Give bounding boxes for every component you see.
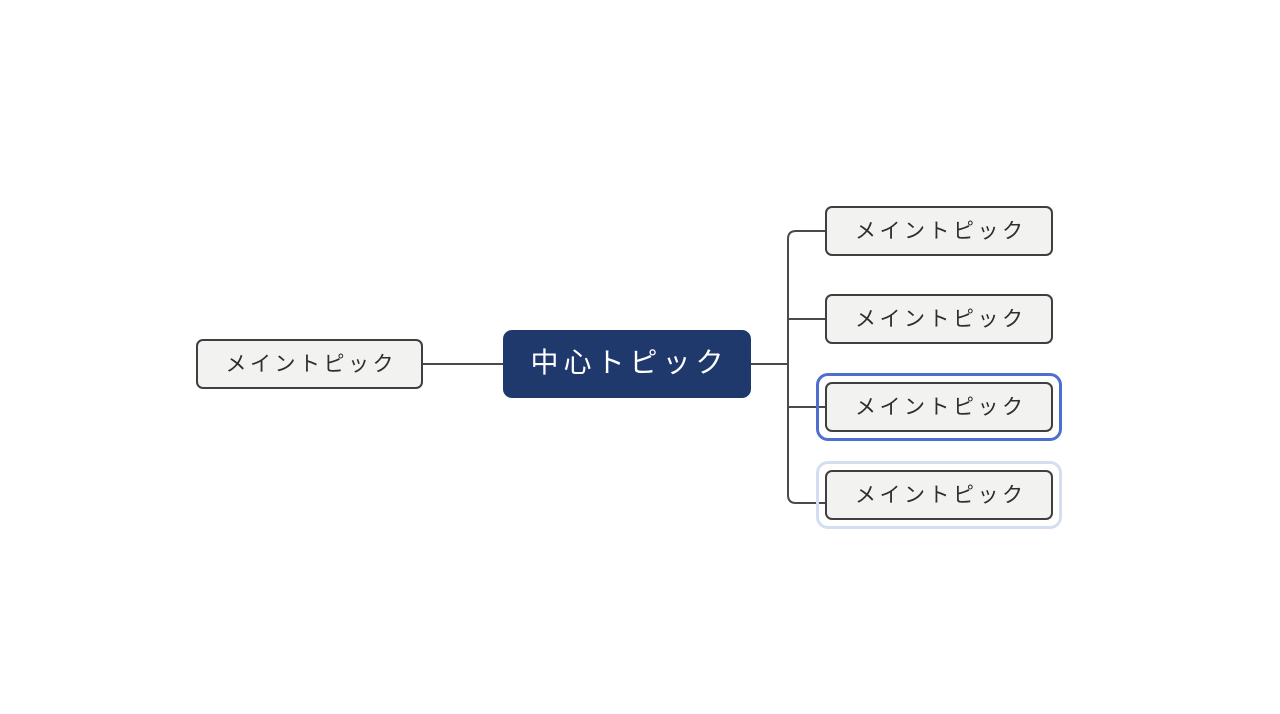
node-central-topic-label: 中心トピック <box>530 348 729 379</box>
node-left-branch-1-label: メイントピック <box>225 351 397 376</box>
connector-right-branch-1 <box>787 230 825 240</box>
node-right-branch-2-label: メイントピック <box>855 306 1027 331</box>
node-right-branch-3[interactable]: メイントピック <box>816 373 1062 441</box>
node-right-branch-3-label: メイントピック <box>855 394 1027 419</box>
node-right-branch-1[interactable]: メイントピック <box>825 206 1053 256</box>
selection-ring <box>816 373 1062 441</box>
hover-halo <box>816 461 1062 529</box>
node-right-branch-1-box: メイントピック <box>825 206 1053 256</box>
node-right-branch-1-label: メイントピック <box>855 218 1027 243</box>
node-right-branch-4-label: メイントピック <box>855 482 1027 507</box>
node-central-topic-box: 中心トピック <box>503 330 751 398</box>
node-right-branch-2[interactable]: メイントピック <box>825 294 1053 344</box>
node-right-branch-3-box: メイントピック <box>825 382 1053 432</box>
node-right-branch-4[interactable]: メイントピック <box>816 461 1062 529</box>
node-right-branch-2-box: メイントピック <box>825 294 1053 344</box>
node-left-branch-1-box: メイントピック <box>196 339 423 389</box>
connector-right-branch-4 <box>787 494 825 504</box>
node-central-topic[interactable]: 中心トピック <box>503 330 751 398</box>
node-right-branch-4-box: メイントピック <box>825 470 1053 520</box>
node-left-branch-1[interactable]: メイントピック <box>196 339 423 389</box>
